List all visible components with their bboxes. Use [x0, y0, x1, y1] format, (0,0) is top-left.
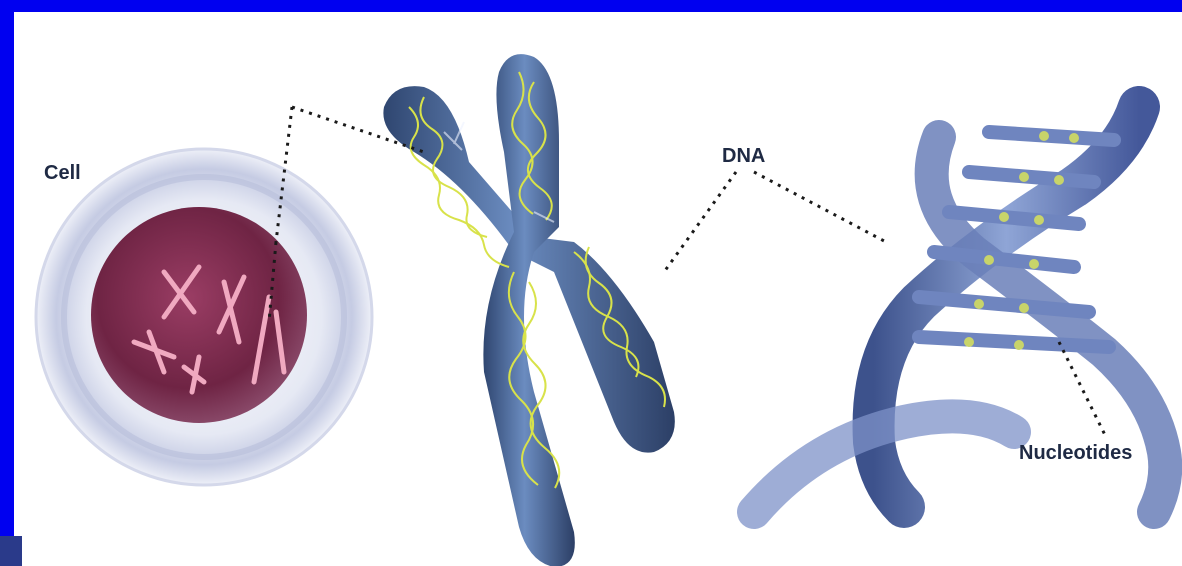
chromatid-right: [483, 54, 574, 566]
cell-label: Cell: [44, 162, 81, 184]
dna-to-chromosome-pointer: [664, 172, 736, 272]
cell-illustration: [36, 149, 372, 485]
slide-corner-tab: [0, 536, 22, 566]
dna-to-helix-pointer: [754, 172, 886, 242]
diagram-canvas: Cell DNA Nucleotides: [14, 12, 1182, 566]
dna-label: DNA: [722, 145, 765, 167]
nucleotides-label: Nucleotides: [1019, 442, 1132, 464]
chromosome-illustration: [383, 54, 674, 566]
cell-to-dna-diagram: Cell DNA Nucleotides: [14, 12, 1182, 566]
